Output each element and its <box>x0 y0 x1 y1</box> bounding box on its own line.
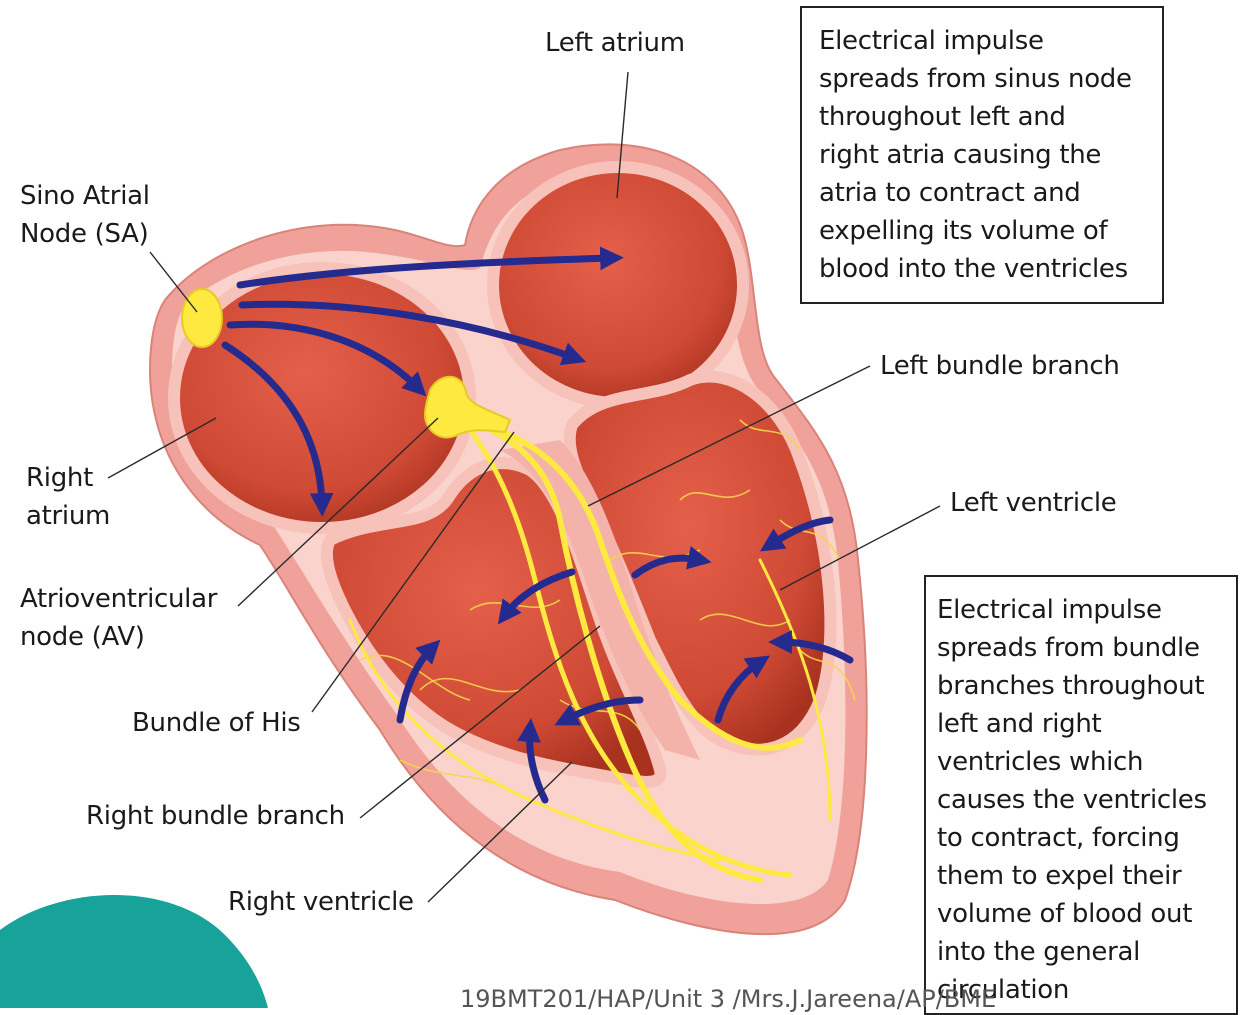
ventricles-info-line: them to expel their <box>937 857 1236 895</box>
label-right-bundle-branch: Right bundle branch <box>86 797 345 835</box>
label-left-atrium: Left atrium <box>545 24 685 62</box>
label-left-ventricle: Left ventricle <box>950 484 1116 522</box>
atria-info-line: right atria causing the <box>819 136 1162 174</box>
label-sa-node-line1: Sino Atrial <box>20 177 150 215</box>
atria-info-line: Electrical impulse <box>819 22 1162 60</box>
label-av-node-line2: node (AV) <box>20 618 145 656</box>
ventricles-info-line: causes the ventricles <box>937 781 1236 819</box>
atria-info-line: atria to contract and <box>819 174 1162 212</box>
label-right-atrium-line2: atrium <box>26 497 110 535</box>
ventricles-impulse-info-box: Electrical impulse spreads from bundle b… <box>924 575 1238 1015</box>
atria-info-line: blood into the ventricles <box>819 250 1162 288</box>
label-right-atrium-line1: Right <box>26 459 93 497</box>
ventricles-info-line: branches throughout <box>937 667 1236 705</box>
atria-info-line: spreads from sinus node <box>819 60 1162 98</box>
ventricles-info-line: Electrical impulse <box>937 591 1236 629</box>
label-right-ventricle: Right ventricle <box>228 883 414 921</box>
label-av-node-line1: Atrioventricular <box>20 580 217 618</box>
left-atrium-chamber <box>493 167 743 403</box>
atria-info-line: expelling its volume of <box>819 212 1162 250</box>
label-bundle-of-his: Bundle of His <box>132 704 301 742</box>
ventricles-info-line: to contract, forcing <box>937 819 1236 857</box>
ventricles-info-line: spreads from bundle <box>937 629 1236 667</box>
ventricles-info-line: left and right <box>937 705 1236 743</box>
atria-info-line: throughout left and <box>819 98 1162 136</box>
atria-impulse-info-box: Electrical impulse spreads from sinus no… <box>800 6 1164 304</box>
ventricles-info-line: ventricles which <box>937 743 1236 781</box>
ventricles-info-line: volume of blood out <box>937 895 1236 933</box>
sa-node <box>182 289 222 347</box>
slide-footer: 19BMT201/HAP/Unit 3 /Mrs.J.Jareena/AP/BM… <box>460 984 996 1014</box>
label-left-bundle-branch: Left bundle branch <box>880 347 1120 385</box>
label-sa-node-line2: Node (SA) <box>20 215 148 253</box>
ventricles-info-line: into the general <box>937 933 1236 971</box>
